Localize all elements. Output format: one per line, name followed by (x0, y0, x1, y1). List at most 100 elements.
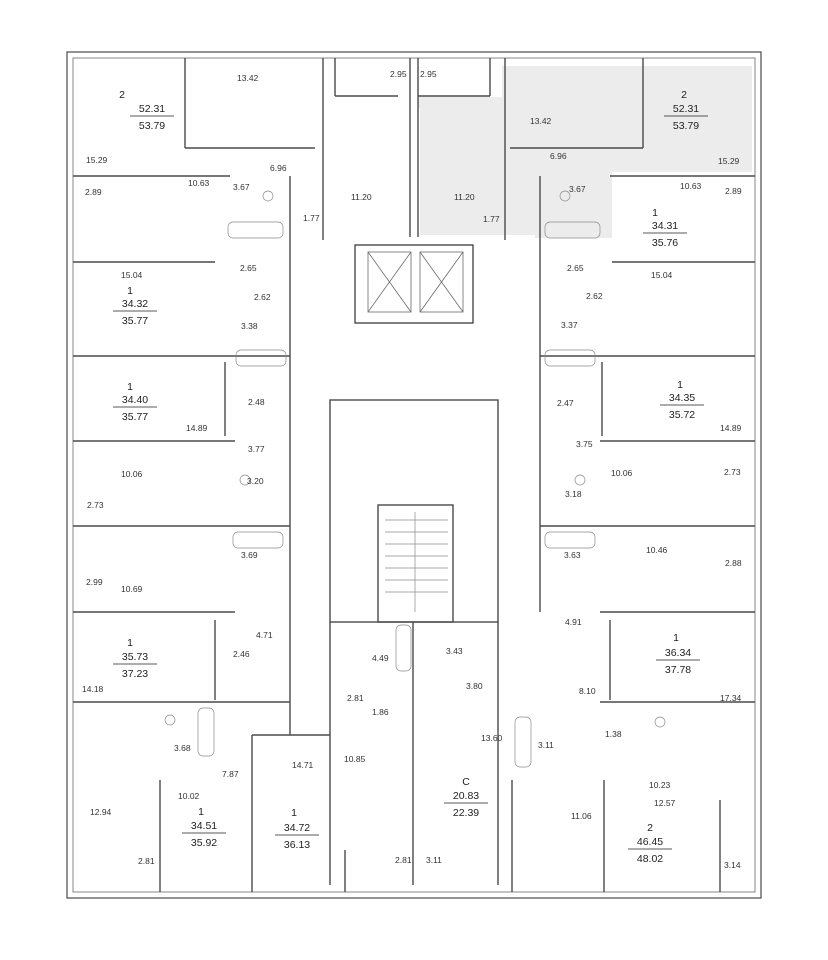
room-area: 11.20 (454, 192, 475, 202)
room-area: 3.11 (538, 740, 554, 750)
apartment-label[interactable]: С 20.83 22.39 (444, 776, 488, 819)
apartment-rooms: 1 (127, 381, 133, 393)
apartment-total-area: 22.39 (453, 807, 479, 819)
room-area: 2.62 (586, 291, 603, 301)
room-area: 10.85 (344, 754, 366, 764)
room-area: 13.42 (530, 116, 552, 126)
apartment-total-area: 48.02 (637, 853, 663, 865)
apartment-total-area: 53.79 (673, 120, 699, 132)
apartment-living-area: 34.51 (191, 820, 217, 832)
room-area: 2.73 (724, 467, 741, 477)
apartment-total-area: 35.72 (669, 409, 695, 421)
room-area: 3.37 (561, 320, 578, 330)
room-area: 10.63 (680, 181, 702, 191)
room-area: 3.75 (576, 439, 593, 449)
room-area: 2.95 (390, 69, 407, 79)
room-area: 2.89 (725, 186, 742, 196)
apartment-living-area: 34.40 (122, 394, 148, 406)
apartment-total-area: 37.78 (665, 664, 691, 676)
apartment-label[interactable]: 2 52.31 53.79 (119, 89, 174, 132)
apartment-total-area: 35.76 (652, 237, 678, 249)
apartment-label[interactable]: 1 34.35 35.72 (660, 379, 704, 421)
room-area: 3.11 (426, 855, 442, 865)
apartment-label[interactable]: 2 52.31 53.79 (664, 89, 708, 132)
apartment-rooms: 1 (198, 806, 204, 818)
room-area: 11.06 (571, 811, 592, 821)
room-area: 1.77 (303, 213, 320, 223)
room-area: 2.81 (138, 856, 155, 866)
room-area: 3.43 (446, 646, 463, 656)
room-area: 14.18 (82, 684, 104, 694)
room-area: 14.89 (720, 423, 742, 433)
room-area: 4.49 (372, 653, 389, 663)
apartment-label[interactable]: 2 46.45 48.02 (628, 822, 672, 865)
room-area: 6.96 (550, 151, 567, 161)
room-area: 2.46 (233, 649, 250, 659)
room-area: 10.06 (611, 468, 633, 478)
apartment-rooms: 1 (291, 807, 297, 819)
room-area: 3.18 (565, 489, 582, 499)
apartment-living-area: 34.31 (652, 220, 678, 232)
room-area: 2.81 (395, 855, 412, 865)
room-area: 10.46 (646, 545, 668, 555)
room-area: 7.87 (222, 769, 239, 779)
room-area: 2.65 (240, 263, 257, 273)
apartment-label[interactable]: 1 34.32 35.77 (113, 285, 157, 327)
apartment-label[interactable]: 1 36.34 37.78 (656, 632, 700, 676)
room-area: 10.06 (121, 469, 143, 479)
room-area: 4.91 (565, 617, 582, 627)
room-area: 2.89 (85, 187, 102, 197)
room-area: 3.38 (241, 321, 258, 331)
apartment-rooms: 1 (677, 379, 683, 391)
apartment-label[interactable]: 1 34.40 35.77 (113, 381, 157, 423)
room-area: 10.02 (178, 791, 200, 801)
room-area: 3.20 (247, 476, 264, 486)
apartment-living-area: 35.73 (122, 651, 148, 663)
apartment-label[interactable]: 1 34.72 36.13 (275, 807, 319, 851)
room-area: 11.20 (351, 192, 372, 202)
apartment-living-area: 34.35 (669, 392, 695, 404)
apartment-living-area: 34.72 (284, 822, 310, 834)
stairwell (385, 512, 448, 612)
apartment-total-area: 36.13 (284, 839, 310, 851)
building-outline (66, 51, 762, 899)
apartment-labels: 2 52.31 53.79 2 52.31 53.79 1 34.31 35.7… (113, 89, 708, 865)
room-area: 10.23 (649, 780, 671, 790)
room-area: 2.99 (86, 577, 103, 587)
room-area: 2.48 (248, 397, 265, 407)
room-area: 14.89 (186, 423, 208, 433)
apartment-label[interactable]: 1 35.73 37.23 (113, 637, 157, 680)
highlighted-apartment[interactable] (418, 66, 752, 238)
room-area: 17.34 (720, 693, 742, 703)
interior-walls (73, 58, 755, 892)
room-area: 2.88 (725, 558, 742, 568)
room-area: 12.57 (654, 798, 676, 808)
room-area: 6.96 (270, 163, 287, 173)
room-area: 4.71 (256, 630, 273, 640)
room-area: 3.77 (248, 444, 265, 454)
apartment-label[interactable]: 1 34.51 35.92 (182, 806, 226, 849)
elevator-shafts (354, 244, 474, 324)
room-area: 2.81 (347, 693, 364, 703)
room-area: 1.38 (605, 729, 622, 739)
apartment-living-area: 52.31 (673, 103, 699, 115)
room-area: 2.47 (557, 398, 574, 408)
room-area: 15.29 (86, 155, 108, 165)
room-area-labels: 13.42 2.95 2.95 13.42 15.29 6.96 6.96 15… (82, 69, 742, 870)
room-area: 13.60 (481, 733, 503, 743)
room-area: 13.42 (237, 73, 259, 83)
room-area: 14.71 (292, 760, 314, 770)
apartment-rooms: 2 (119, 89, 125, 101)
room-area: 2.65 (567, 263, 584, 273)
apartment-rooms: С (462, 776, 470, 788)
apartment-label[interactable]: 1 34.31 35.76 (643, 207, 687, 249)
room-area: 3.80 (466, 681, 483, 691)
room-area: 2.73 (87, 500, 104, 510)
apartment-rooms: 1 (652, 207, 658, 219)
apartment-rooms: 1 (127, 637, 133, 649)
apartment-total-area: 53.79 (139, 120, 165, 132)
room-area: 3.14 (724, 860, 741, 870)
apartment-rooms: 1 (673, 632, 679, 644)
room-area: 8.10 (579, 686, 596, 696)
